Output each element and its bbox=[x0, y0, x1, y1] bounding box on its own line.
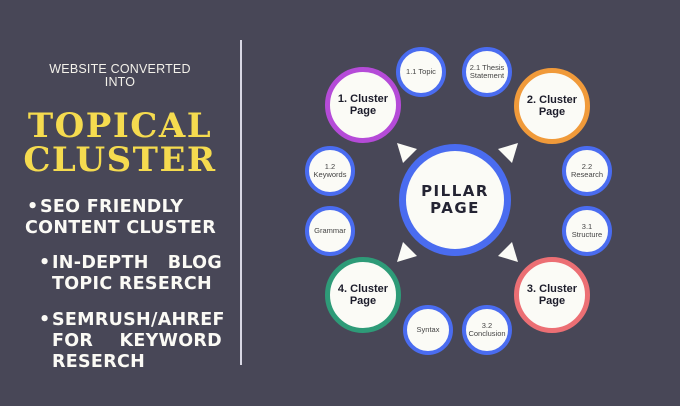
cluster-label: 2. Cluster bbox=[526, 94, 578, 106]
feature-text: TOPIC RESERCH bbox=[52, 274, 212, 294]
pillar-label: PILLAR bbox=[421, 182, 489, 200]
subtitle-line-2: INTO bbox=[104, 75, 136, 89]
subtopic-label: Statement bbox=[469, 71, 505, 80]
subtopic-label: Structure bbox=[571, 230, 603, 239]
subtopic-label: Conclusion bbox=[468, 329, 506, 338]
feature-text: SEMRUSH/AHREF bbox=[52, 310, 225, 330]
feature-text: SEO FRIENDLY bbox=[40, 197, 184, 217]
cluster-label: 4. Cluster bbox=[337, 283, 389, 295]
cluster-label: Page bbox=[349, 295, 377, 307]
feature-line: FOR KEYWORD bbox=[52, 331, 222, 352]
subtitle-line-1: WEBSITE CONVERTED bbox=[49, 62, 191, 76]
subtopic-syntax-node: Syntax bbox=[403, 305, 453, 355]
cluster-label: 3. Cluster bbox=[526, 283, 578, 295]
subtopic-label: 2.2 bbox=[581, 161, 593, 171]
cluster-label: Page bbox=[538, 106, 566, 118]
subtopic-label: 3.2 bbox=[481, 320, 493, 330]
bullet-icon: • bbox=[27, 197, 39, 217]
feature-text: FOR bbox=[52, 331, 94, 351]
subtopic-1-1-node: 1.1 Topic bbox=[396, 47, 446, 97]
feature-item-seo: • SEO FRIENDLY CONTENT CLUSTER bbox=[25, 197, 220, 239]
arrow-icon bbox=[397, 242, 417, 262]
feature-item-semrush: • SEMRUSH/AHREF FOR KEYWORD RESERCH bbox=[39, 310, 225, 373]
subtopic-label: 3.1 bbox=[581, 221, 593, 231]
vertical-divider bbox=[240, 40, 242, 365]
pillar-label: PAGE bbox=[430, 199, 480, 217]
subtopic-grammar-node: Grammar bbox=[305, 206, 355, 256]
bullet-icon: • bbox=[39, 310, 51, 330]
subtopic-label: Keywords bbox=[313, 170, 347, 179]
subtopic-label: Grammar bbox=[314, 225, 346, 235]
arrow-icon bbox=[498, 143, 518, 163]
subtopic-label: Syntax bbox=[416, 324, 440, 334]
feature-item-blog: • IN-DEPTH BLOG TOPIC RESERCH bbox=[39, 253, 222, 295]
subtopic-label: 1.2 bbox=[324, 161, 336, 171]
feature-text: IN-DEPTH bbox=[52, 253, 149, 273]
title-line-2: CLUSTER bbox=[23, 140, 217, 180]
subtopic-label: 1.1 Topic bbox=[406, 66, 436, 76]
left-panel: WEBSITE CONVERTED INTO TOPICAL CLUSTER •… bbox=[0, 0, 240, 406]
feature-text: RESERCH bbox=[52, 352, 146, 372]
cluster-label: Page bbox=[349, 105, 377, 117]
feature-text: KEYWORD bbox=[119, 331, 222, 351]
arrow-icon bbox=[397, 143, 417, 163]
cluster-label: Page bbox=[538, 295, 566, 307]
pillar-page-node: PILLAR PAGE bbox=[399, 144, 511, 256]
feature-text: CONTENT CLUSTER bbox=[25, 218, 216, 238]
subtitle: WEBSITE CONVERTED INTO bbox=[0, 63, 240, 89]
subtopic-label: 2.1 Thesis bbox=[469, 62, 505, 72]
arrow-icon bbox=[498, 242, 518, 262]
bullet-icon: • bbox=[39, 253, 51, 273]
feature-line: IN-DEPTH BLOG bbox=[52, 253, 222, 274]
cluster-label: 1. Cluster bbox=[337, 93, 389, 105]
title-line-1: TOPICAL bbox=[27, 106, 213, 146]
feature-text: BLOG bbox=[167, 253, 222, 273]
subtopic-label: Research bbox=[570, 170, 604, 179]
